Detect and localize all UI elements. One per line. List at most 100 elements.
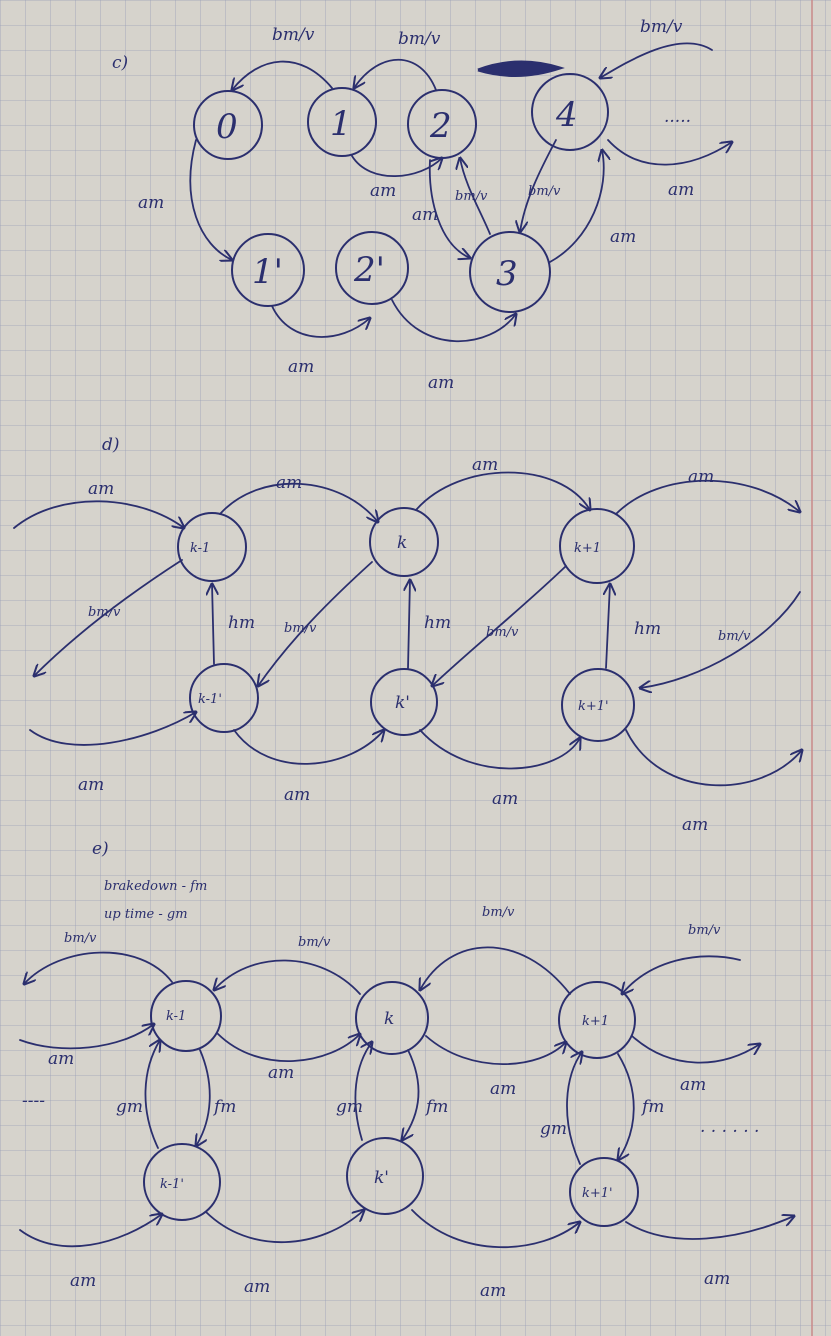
label-d-a-bot1: am [284,785,310,805]
state-e-kp [346,1137,424,1215]
label-e-f1: fm [212,1097,236,1117]
edge-d-in-km1p [29,712,196,746]
label-e-g2: gm [336,1097,363,1117]
state-e-km1p [143,1143,221,1221]
label-e-a-mid1: am [268,1063,294,1083]
state-d-kp1p-label: k+1' [578,699,609,714]
state-e-k-label: k [384,1009,394,1029]
state-c-3-label: 3 [496,254,518,294]
state-c-4-label: 4 [555,95,578,135]
edge-d-km1p-km1 [212,584,214,665]
edge-e-km1-k [217,1034,360,1062]
label-d-a-bot3: am [682,815,708,835]
edge-d-kp-k [408,580,410,669]
state-d-km1 [177,512,247,582]
edge-c-3-4 [549,150,604,263]
edge-c-2-1 [354,58,437,91]
edge-c-4-3 [520,139,557,232]
label-c-b4: bm/v [640,17,683,37]
state-c-0-label: 0 [216,107,238,147]
edge-e-in-km1 [19,1024,154,1050]
section-e-heading: e) [92,839,109,859]
state-e-kp1p [569,1157,639,1227]
edge-e-km1p-kp [205,1210,364,1244]
state-e-km1 [150,980,222,1052]
state-e-km1-label: k-1 [166,1009,186,1024]
label-e-a-bot2: am [480,1281,506,1301]
label-c-a1p2p: am [288,357,314,377]
label-d-a-in-top: am [88,479,114,499]
label-c-a4out: am [668,180,694,200]
edge-d-kp-kp1p [419,729,580,770]
label-c-b2: bm/v [398,29,441,49]
label-d-a-top3: am [688,467,714,487]
section-c: c) 0 1 2 4 1' 2' 3 bm/v bm/v bm/v bm/v b… [112,17,732,393]
label-c-b32: bm/v [455,189,488,204]
label-c-a2p3: am [428,373,454,393]
edge-e-kp1p-out [625,1216,794,1240]
state-d-km1-label: k-1 [190,541,210,556]
edge-d-km1-k [219,482,378,522]
label-d-a-bot2: am [492,789,518,809]
state-c-2p [335,231,409,305]
edge-e-km1-km1p [196,1049,211,1146]
edge-d-km1-left [34,559,183,676]
state-c-1p [231,233,305,307]
label-d-a-in-bot: am [78,775,104,795]
label-e-dots-left: ---- [22,1091,45,1111]
edge-d-kp1p-kp1 [606,584,610,669]
state-c-2-label: 2 [429,106,452,146]
edge-e-k-kp [402,1049,420,1140]
edge-c-2-3 [428,159,470,258]
edge-e-kp-k [354,1042,372,1141]
state-c-4 [531,73,609,151]
state-d-k [369,507,439,577]
label-c-dots: ..... [664,107,691,127]
label-e-a-mid3: am [680,1075,706,1095]
state-d-km1p-label: k-1' [198,692,222,707]
state-c-2p-label: 2' [353,250,385,290]
label-e-dots-right: . . . . . . [700,1117,759,1137]
state-e-kp1p-label: k+1' [582,1186,613,1201]
state-d-km1p [189,663,259,733]
label-d-a-top1: am [276,473,302,493]
label-d-b-mid2: bm/v [486,625,519,640]
edge-d-k-km1p [258,561,373,686]
section-e: e) brakedown - fm up time - gm k-1 k k+1… [19,839,794,1301]
edge-e-kp1-k [420,946,571,995]
label-e-b-left: bm/v [64,931,97,946]
state-d-k-label: k [397,533,407,553]
label-e-f3: fm [640,1097,664,1117]
edge-c-1-2 [351,155,442,177]
edge-e-km1-left [24,951,173,984]
label-d-h1: hm [228,613,255,633]
edge-d-right-kp1p [640,591,801,688]
note-uptime: up time - gm [104,907,188,922]
state-e-km1p-label: k-1' [160,1177,184,1192]
edge-d-in-km1 [13,500,184,528]
label-e-a-bot0: am [70,1271,96,1291]
edge-e-k-kp1 [425,1035,566,1065]
edge-e-kp1-kp1p [618,1053,635,1160]
edge-d-kp1-out [615,479,800,515]
edge-c-1-0 [232,60,333,90]
state-d-kp1-label: k+1 [574,541,601,556]
state-e-kp-label: k' [374,1168,389,1188]
edge-c-4-out [607,139,732,166]
label-d-b-mid1: bm/v [284,621,317,636]
state-e-kp1-label: k+1 [582,1014,609,1029]
label-d-h2: hm [424,613,451,633]
label-e-b-top1: bm/v [298,935,331,950]
state-c-1p-label: 1' [252,252,283,292]
state-e-kp1 [558,981,636,1059]
edge-c-in-4 [600,42,713,78]
edge-e-in-km1p [19,1214,162,1248]
edge-d-k-kp1 [415,471,590,511]
edge-d-km1p-kp [233,730,384,765]
section-c-heading: c) [112,53,128,73]
edge-e-kp1p-kp1 [566,1052,582,1165]
label-c-b34: bm/v [528,184,561,199]
state-c-1 [307,87,377,157]
label-c-a12: am [370,181,396,201]
